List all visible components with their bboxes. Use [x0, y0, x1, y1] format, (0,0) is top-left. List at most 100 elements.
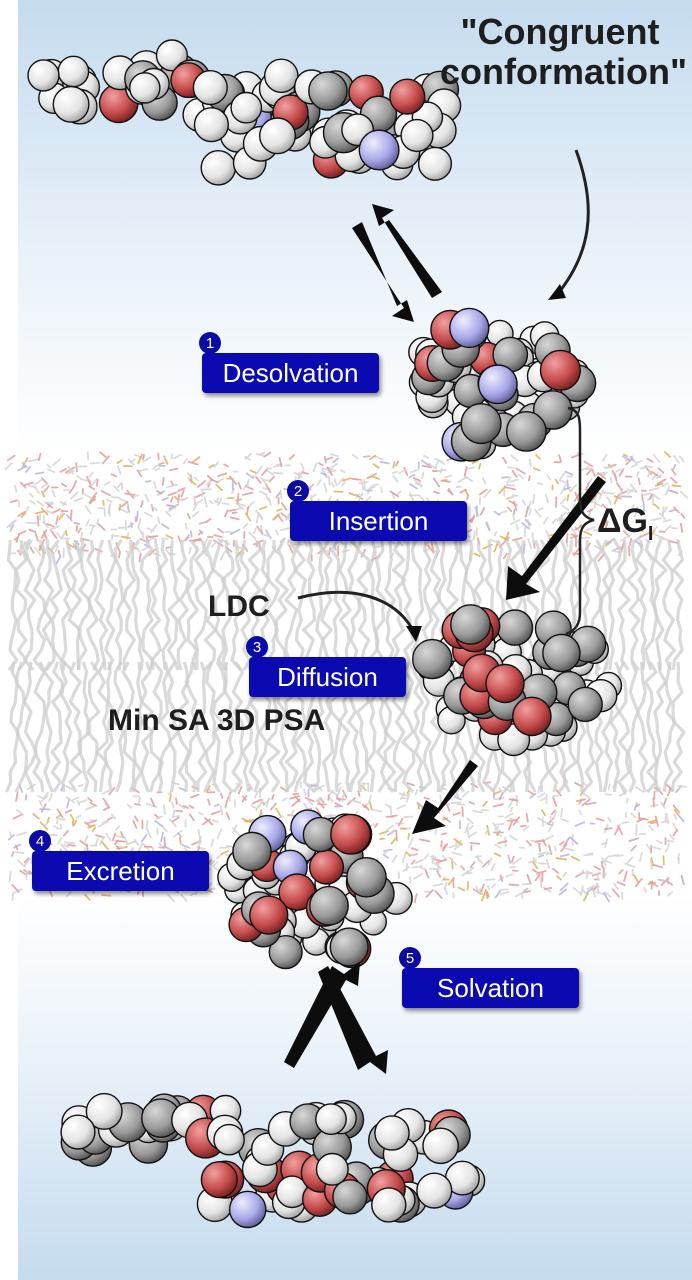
step-number-badge: 4 [29, 830, 51, 852]
lipid-headgroup-texture [157, 516, 161, 525]
lipid-headgroup-texture [551, 518, 558, 524]
lipid-headgroup-texture [255, 513, 260, 524]
lipid-headgroup-texture [649, 858, 653, 870]
lipid-tail-texture [670, 661, 686, 793]
lipid-headgroup-texture [355, 493, 364, 500]
delta-g-subscript: I [647, 522, 654, 545]
lipid-headgroup-texture [316, 479, 322, 486]
lipid-headgroup-texture [25, 465, 32, 473]
lipid-headgroup-texture [585, 526, 596, 532]
lipid-headgroup-texture [43, 820, 51, 827]
lipid-headgroup-texture [587, 509, 593, 519]
lipid-headgroup-texture [485, 522, 491, 532]
lipid-headgroup-texture [480, 890, 487, 902]
lipid-headgroup-texture [216, 853, 223, 860]
conformation-arrowhead-icon [548, 284, 566, 300]
lipid-headgroup-texture [554, 478, 559, 485]
lipid-tail-texture [517, 539, 532, 671]
lipid-headgroup-texture [129, 458, 136, 464]
lipid-headgroup-texture [65, 514, 73, 522]
lipid-tail-texture [410, 539, 425, 671]
lipid-headgroup-texture [670, 468, 677, 476]
lipid-headgroup-texture [84, 805, 95, 811]
lipid-headgroup-texture [648, 493, 653, 500]
lipid-headgroup-texture [592, 529, 600, 532]
lipid-headgroup-texture [560, 843, 568, 852]
lipid-headgroup-texture [107, 816, 113, 821]
lipid-headgroup-texture [272, 464, 282, 468]
lipid-headgroup-texture [210, 839, 215, 847]
lipid-headgroup-texture [390, 829, 395, 835]
lipid-headgroup-texture [168, 503, 180, 510]
lipid-headgroup-texture [559, 840, 565, 846]
lipid-headgroup-texture [158, 462, 165, 466]
lipid-headgroup-texture [351, 477, 363, 481]
lipid-headgroup-texture [392, 461, 396, 469]
lipid-headgroup-texture [602, 867, 605, 879]
lipid-headgroup-texture [509, 519, 521, 526]
lipid-headgroup-texture [432, 477, 441, 488]
lipid-headgroup-texture [62, 501, 67, 507]
lipid-headgroup-texture [655, 473, 662, 480]
lipid-headgroup-texture [50, 530, 58, 539]
lipid-headgroup-texture [242, 483, 248, 491]
lipid-headgroup-texture [618, 468, 625, 477]
lipid-headgroup-texture [73, 521, 80, 525]
lipid-headgroup-texture [66, 469, 75, 475]
lipid-headgroup-texture [613, 883, 619, 890]
lipid-tail-texture [374, 539, 387, 671]
lipid-headgroup-texture [494, 823, 505, 826]
lipid-headgroup-texture [189, 530, 193, 538]
lipid-headgroup-texture [154, 820, 164, 828]
lipid-tail-texture [122, 539, 136, 671]
lipid-headgroup-texture [572, 887, 582, 895]
lipid-headgroup-texture [552, 867, 560, 874]
lipid-tail-texture [94, 539, 109, 671]
lipid-headgroup-texture [613, 826, 620, 836]
lipid-headgroup-texture [40, 803, 47, 813]
lipid-headgroup-texture [33, 486, 40, 495]
lipid-headgroup-texture [570, 534, 578, 539]
carbon-atom [506, 410, 547, 452]
nitrogen-atom [228, 1190, 267, 1229]
lipid-headgroup-texture [602, 872, 607, 879]
lipid-headgroup-texture [391, 470, 398, 474]
lipid-tail-texture [58, 661, 73, 793]
lipid-headgroup-texture [505, 873, 514, 878]
lipid-headgroup-texture [653, 503, 660, 510]
lipid-headgroup-texture [476, 854, 481, 863]
lipid-headgroup-texture [333, 478, 338, 487]
lipid-headgroup-texture [110, 473, 118, 478]
lipid-headgroup-texture [165, 546, 172, 549]
lipid-headgroup-texture [110, 495, 118, 499]
lipid-headgroup-texture [573, 548, 580, 557]
lipid-headgroup-texture [73, 819, 78, 826]
lipid-headgroup-texture [272, 471, 284, 475]
lipid-headgroup-texture [133, 494, 140, 498]
lipid-tail-texture [67, 539, 83, 671]
lipid-headgroup-texture [478, 488, 488, 496]
lipid-tail-texture [68, 661, 83, 793]
lipid-headgroup-texture [462, 790, 470, 798]
lipid-headgroup-texture [82, 492, 92, 499]
lipid-headgroup-texture [282, 797, 288, 802]
lipid-headgroup-texture [480, 809, 490, 812]
lipid-headgroup-texture [661, 510, 665, 517]
lipid-headgroup-texture [180, 489, 185, 498]
lipid-headgroup-texture [23, 857, 30, 864]
lipid-headgroup-texture [332, 457, 339, 464]
lipid-headgroup-texture [637, 477, 641, 486]
hydrogen-atom [374, 1115, 410, 1151]
lipid-headgroup-texture [630, 455, 635, 462]
step-label: Insertion [290, 501, 467, 541]
lipid-headgroup-texture [167, 491, 178, 497]
lipid-headgroup-texture [581, 888, 588, 896]
lipid-headgroup-texture [248, 531, 257, 540]
lipid-headgroup-texture [59, 468, 67, 473]
oxygen-atom [330, 813, 372, 855]
lipid-headgroup-texture [656, 478, 667, 485]
lipid-headgroup-texture [197, 530, 203, 536]
lipid-headgroup-texture [348, 799, 356, 803]
lipid-headgroup-texture [340, 469, 346, 474]
delta-g-insertion-label: ΔGI [597, 502, 653, 546]
